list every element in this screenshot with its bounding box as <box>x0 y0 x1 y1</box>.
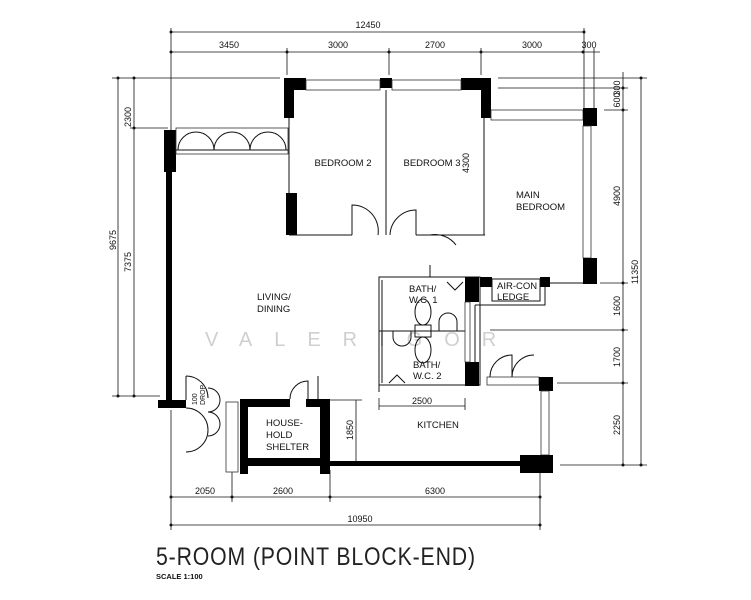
left-dimensions: 9675 2300 7375 <box>108 76 280 398</box>
dim-top: 3450 <box>219 40 239 50</box>
dim-right: 1600 <box>612 296 622 316</box>
label-drop: 100 <box>192 393 199 405</box>
label-main-bedroom: MAIN <box>516 190 540 201</box>
label-living-dining: LIVING/ <box>257 292 291 303</box>
inner-dimensions: 2500 1850 4300 <box>328 153 471 462</box>
top-dimensions: 12450 3450 3000 2700 3000 300 <box>169 20 600 130</box>
label-household-shelter: SHELTER <box>266 442 309 453</box>
label-aircon-ledge: AIR-CON <box>497 281 537 292</box>
bottom-dimensions: 2050 2600 6300 10950 <box>169 410 542 530</box>
label-bath-1: BATH/ <box>409 284 437 295</box>
dim-inner: 2500 <box>412 396 432 406</box>
dim-right-total: 11350 <box>630 260 640 284</box>
label-bath-1: W.C. 1 <box>409 295 438 306</box>
label-main-bedroom: BEDROOM <box>516 202 565 213</box>
label-aircon-ledge: LEDGE <box>497 292 529 303</box>
label-bath-2: W.C. 2 <box>413 371 442 382</box>
dim-right: 2250 <box>612 415 622 435</box>
watermark: VALERIGOR <box>205 329 518 351</box>
right-dimensions: 11350 300 600 4900 1600 1700 2250 <box>490 72 647 467</box>
walls <box>158 78 597 474</box>
dim-left: 7375 <box>123 252 133 272</box>
dim-inner: 4300 <box>461 153 471 173</box>
dim-right: 300 <box>612 80 622 95</box>
label-drop: DROP <box>200 384 207 405</box>
room-labels: BEDROOM 2 BEDROOM 3 MAIN BEDROOM LIVING/… <box>192 158 565 453</box>
dim-right: 1700 <box>612 347 622 367</box>
dim-left: 2300 <box>123 107 133 127</box>
label-bath-2: BATH/ <box>413 360 441 371</box>
label-living-dining: DINING <box>257 304 290 315</box>
dim-bottom-total: 10950 <box>347 514 372 524</box>
dim-top-total: 12450 <box>355 20 380 30</box>
dim-bottom: 2600 <box>273 486 293 496</box>
label-household-shelter: HOUSE- <box>266 418 303 429</box>
dim-left-total: 9675 <box>108 230 118 250</box>
dim-right: 4900 <box>612 186 622 206</box>
dim-right: 600 <box>612 92 622 107</box>
plan-scale: SCALE 1:100 <box>156 572 203 581</box>
dim-bottom: 6300 <box>425 486 445 496</box>
dim-top: 3000 <box>522 40 542 50</box>
dim-top: 3000 <box>328 40 348 50</box>
dim-bottom: 2050 <box>195 486 215 496</box>
label-kitchen: KITCHEN <box>417 420 459 431</box>
label-bedroom-2: BEDROOM 2 <box>314 158 371 169</box>
dim-inner: 1850 <box>345 420 355 440</box>
dim-top: 300 <box>581 40 596 50</box>
dim-top: 2700 <box>425 40 445 50</box>
label-household-shelter: HOLD <box>266 430 293 441</box>
label-bedroom-3: BEDROOM 3 <box>403 158 460 169</box>
plan-title: 5-ROOM (POINT BLOCK-END) <box>156 543 476 571</box>
